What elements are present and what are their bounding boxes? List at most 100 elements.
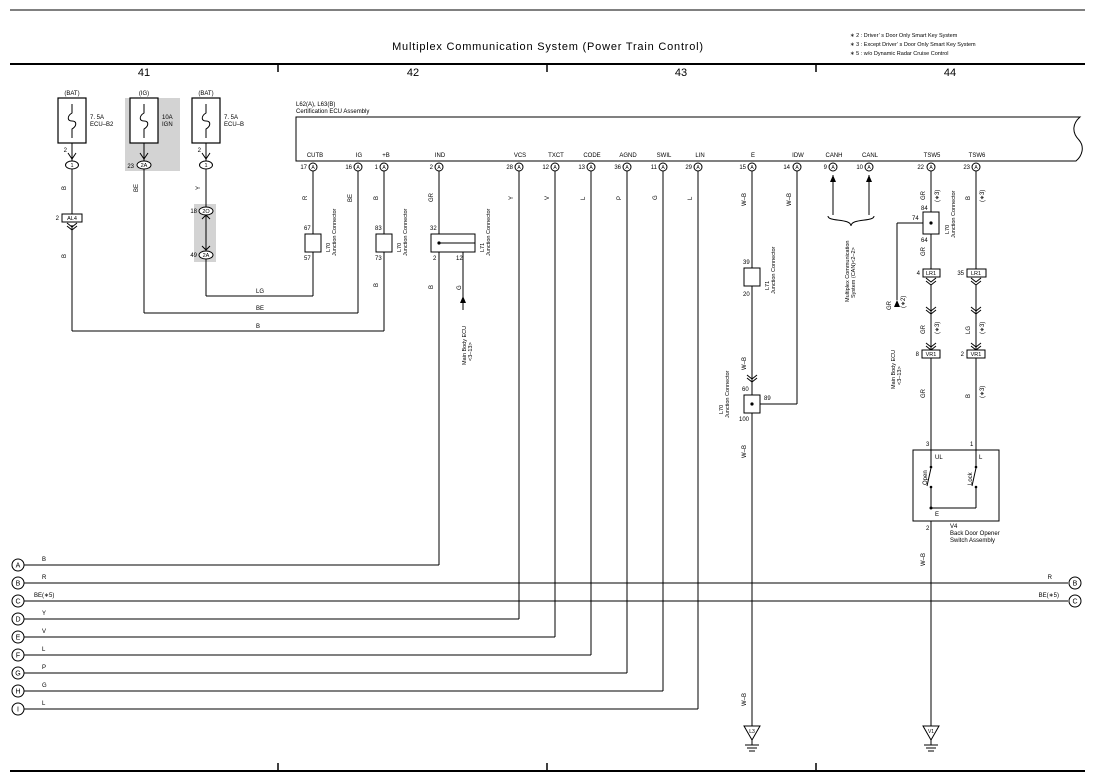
j-ind-12: 12 <box>456 256 463 262</box>
switch-term-ul: UL <box>935 455 943 461</box>
terminal-vcs: VCS 28 A <box>506 153 526 172</box>
wc-star3-3: (∗3) <box>980 190 986 202</box>
terminal-code: CODE 13 A <box>578 153 601 172</box>
switch-pin-e: 2 <box>926 526 930 532</box>
terminal-conn: A <box>437 165 441 171</box>
terminal-pin: 15 <box>739 165 746 171</box>
bus-letter: I <box>17 707 19 714</box>
terminal-tsw6: TSW6 23 A <box>963 153 986 172</box>
bus-letter: D <box>15 617 20 624</box>
ecu-name: L62(A), L63(B) <box>296 102 335 108</box>
terminal-cutb: CUTB 17 A <box>300 153 323 172</box>
bus-letter-right: B <box>1073 581 1078 588</box>
fuse-ecu-b2: (BAT) 7. 5A ECU–B2 2 1 <box>57 91 114 170</box>
conn-2o-pin: 18 <box>190 209 197 215</box>
wire-color-labels: B B BE Y R BE B B GR B G Y V L P G L W–B… <box>62 184 986 706</box>
terminal-label: VCS <box>514 153 526 159</box>
wc-star3-5: (∗3) <box>980 386 986 398</box>
bus-i: I L <box>11 701 46 716</box>
terminal-tsw5: TSW5 22 A <box>917 153 941 172</box>
column-number-44: 44 <box>944 67 956 79</box>
terminal-conn: A <box>625 165 629 171</box>
wc-lg-1: LG <box>966 326 972 334</box>
bus-color: Y <box>42 611 46 617</box>
terminal-canl: CANL 10 A <box>856 153 879 172</box>
j-ind-2: 2 <box>433 256 437 262</box>
terminal-pin: 11 <box>651 165 658 171</box>
bus-color: B <box>42 557 46 563</box>
bus-g: G P <box>11 665 46 680</box>
vr1-a-pin: 8 <box>916 352 920 358</box>
terminal-canh: CANH 9 A <box>824 153 843 172</box>
ground-l3: L3 <box>743 725 761 752</box>
note-2: ∗ 3 : Except Driver’ s Door Only Smart K… <box>850 42 976 48</box>
wc-star3-4: (∗3) <box>980 322 986 334</box>
terminal-txct: TXCT 12 A <box>542 153 564 172</box>
terminal-pin: 22 <box>917 165 924 171</box>
wc-gr-6: GR <box>887 300 893 310</box>
fuse-conn: 2A <box>141 163 148 169</box>
terminal-label: CODE <box>583 153 600 159</box>
wc-r-1: R <box>303 195 309 200</box>
bus-a: A B <box>11 557 46 572</box>
page-title: Multiplex Communication System (Power Tr… <box>392 41 704 53</box>
bus-e: E V <box>11 629 46 644</box>
terminal-e: E 15 A <box>739 153 757 172</box>
terminal-lin: LIN 29 A <box>685 153 705 172</box>
bus-b: B R B R <box>11 575 1082 590</box>
terminal-pin: 23 <box>963 165 970 171</box>
bus-letter: F <box>16 653 20 660</box>
j-e-top: 39 <box>743 260 750 266</box>
wc-lg-h: LG <box>256 289 264 295</box>
terminal-ig: IG 16 A <box>345 153 363 172</box>
terminal-label: LIN <box>695 153 704 159</box>
j-plusb-bot: 73 <box>375 256 382 262</box>
frame <box>10 9 1085 772</box>
wc-b-6: B <box>966 196 972 200</box>
note-3: ∗ 5 : w/o Dynamic Radar Cruise Control <box>850 51 948 57</box>
wc-v-1: V <box>545 196 551 200</box>
conn-2a: 2A <box>203 253 210 259</box>
terminal-label: SWIL <box>657 153 672 159</box>
bus-letter: B <box>16 581 21 588</box>
fuse-rating: 7. 5A <box>90 115 104 121</box>
wc-star3-1: (∗3) <box>935 190 941 202</box>
j-tsw-64: 64 <box>921 238 928 244</box>
l70-jc-plusb: Junction Connector <box>403 208 409 256</box>
fuse-source: (BAT) <box>198 91 213 97</box>
wc-star2-1: (∗2) <box>901 296 907 308</box>
ref-main-body-ecu-2: Main Body ECU <box>891 350 897 389</box>
terminal-idw: IDW 14 A <box>783 153 804 172</box>
l70-jc-tsw: Junction Connector <box>951 190 957 238</box>
j-idw-100: 100 <box>739 417 750 423</box>
terminal-pin: 17 <box>300 165 307 171</box>
terminal-conn: A <box>929 165 933 171</box>
wc-wb-5: W–B <box>787 193 793 206</box>
l70-label-tsw: L70 <box>945 225 951 234</box>
wc-wb-2: W–B <box>742 357 748 370</box>
wires <box>24 169 1068 726</box>
terminal-label: TSW5 <box>924 153 941 159</box>
l70-jc-cutb: Junction Connector <box>332 208 338 256</box>
fuse-pin: 2 <box>198 148 202 154</box>
lr1-b-pin: 35 <box>957 271 964 277</box>
terminal-agnd: AGND 36 A <box>614 153 637 172</box>
terminal-pin: 2 <box>430 165 434 171</box>
terminal-pin: 10 <box>856 165 863 171</box>
terminal-label: TSW6 <box>969 153 986 159</box>
wc-b-h: B <box>256 324 260 330</box>
terminal-pin: 1 <box>375 165 379 171</box>
terminal-conn: A <box>517 165 521 171</box>
ecu-box <box>295 116 1083 162</box>
bus-color: V <box>42 629 46 635</box>
switch-lock-label: Lock <box>968 471 974 485</box>
j-tsw-74: 74 <box>912 216 919 222</box>
wc-gr-1: GR <box>429 192 435 202</box>
terminal-pin: 28 <box>506 165 513 171</box>
terminal-pin: 14 <box>783 165 790 171</box>
vr1-a-name: VR1 <box>926 352 937 358</box>
fuse-name: ECU–B <box>224 122 244 128</box>
wc-be-2: BE <box>348 194 354 202</box>
terminal-label: IDW <box>792 153 804 159</box>
terminal-label: TXCT <box>548 153 564 159</box>
